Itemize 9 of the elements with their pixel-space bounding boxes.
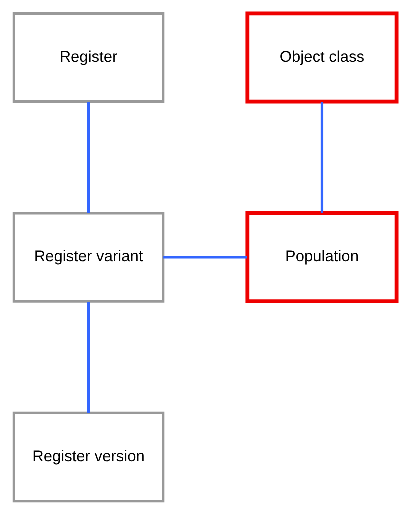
node-box: Population — [246, 211, 399, 304]
node-box: Register — [12, 12, 165, 104]
connector — [87, 102, 90, 214]
connector — [164, 256, 248, 259]
node-box: Register variant — [12, 212, 165, 303]
node-box: Object class — [246, 12, 399, 104]
node-box: Register version — [12, 412, 165, 503]
connector — [320, 102, 324, 214]
connector — [87, 302, 90, 414]
